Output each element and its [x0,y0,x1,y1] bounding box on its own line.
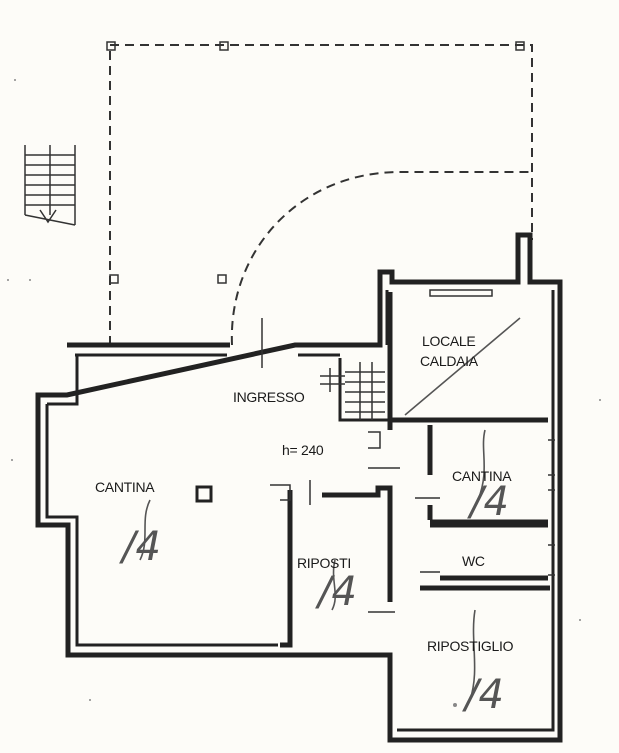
room-label-caldaia: CALDAIA [420,353,479,369]
room-label-locale: LOCALE [422,333,475,349]
room-label-ripostiglio: RIPOSTIGLIO [427,638,514,654]
hand-annotations [139,317,521,701]
mark-ripostiglio: /4 [462,672,504,718]
outer-walls [35,232,563,743]
mark-riposti: /4 [315,569,357,615]
room-label-cantina-small: CANTINA [452,468,512,484]
dashed-outline-above [106,41,533,346]
mark-cantina-main: /4 [119,524,161,570]
interior-walls [261,289,555,648]
pillar [195,485,213,503]
interior-staircase-icon [320,358,388,449]
room-label-ingresso: INGRESSO [233,389,305,405]
stair-symbol-icon [24,145,76,226]
paper-specks [7,79,601,707]
room-label-wc: WC [462,553,485,569]
room-label-riposti: RIPOSTI [297,555,351,571]
height-label: h= 240 [282,442,324,458]
mark-cantina-small: /4 [467,479,509,525]
room-label-cantina-main: CANTINA [95,479,155,495]
